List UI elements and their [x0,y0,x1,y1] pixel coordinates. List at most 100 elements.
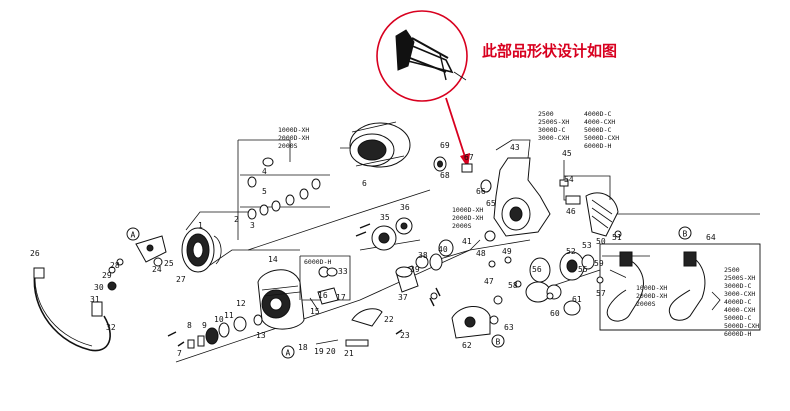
bail-arm-part-24 [135,235,167,263]
part-number-label-9: 9 [202,321,207,330]
svg-text:4000D-C: 4000D-C [724,298,751,306]
handle-large-model-list: 2500 2500S-XH 3000D-C 3000-CXH 4000D-C 4… [724,266,759,338]
svg-text:6000D-H: 6000D-H [724,330,751,338]
drag-knob-part-1 [181,227,222,273]
part33-model: 6000D-H [304,258,331,266]
callout-a-left: A [126,227,140,241]
part-number-label-5: 5 [262,187,267,196]
part-number-label-55: 55 [578,265,588,274]
part-number-label-22: 22 [384,315,394,324]
part-number-label-65: 65 [486,199,496,208]
svg-text:5000D-C: 5000D-C [584,126,611,134]
svg-text:3000-CXH: 3000-CXH [538,134,569,142]
part-number-label-14: 14 [268,255,278,264]
part-number-label-8: 8 [187,321,192,330]
part-number-label-50: 50 [596,237,606,246]
callout-a-bottom: A [281,345,295,359]
part-number-label-3: 3 [250,221,255,230]
svg-text:1000D-XH: 1000D-XH [452,206,483,214]
reel-body-part-43 [469,139,551,251]
part-number-label-36: 36 [400,203,410,212]
part-number-label-64: 64 [706,233,716,242]
svg-text:2500S-XH: 2500S-XH [724,274,755,282]
svg-text:4000-CXH: 4000-CXH [724,306,755,314]
svg-text:B: B [496,338,501,347]
part-number-label-32: 32 [106,323,116,332]
drag-washers [247,157,321,220]
drive-gear-parts [525,251,595,316]
svg-text:A: A [286,349,291,358]
part-number-label-31: 31 [90,295,100,304]
part-number-label-60: 60 [550,309,560,318]
part-number-label-1: 1 [198,221,203,230]
svg-text:2500: 2500 [724,266,740,274]
part-number-label-28: 28 [110,261,120,270]
part-number-label-68: 68 [440,171,450,180]
bail-wire-part-32 [33,267,111,352]
part-number-label-37: 37 [398,293,408,302]
svg-text:5000D-CXH: 5000D-CXH [584,134,619,142]
part-number-label-15: 15 [310,307,320,316]
parts-65-69 [433,156,496,242]
part-number-label-24: 24 [152,265,162,274]
svg-text:1000D-XH: 1000D-XH [278,126,309,134]
part-number-label-39: 39 [410,265,420,274]
part-number-label-19: 19 [314,347,324,356]
part-number-label-46: 46 [566,207,576,216]
part-number-label-35: 35 [380,213,390,222]
part-number-label-63: 63 [504,323,514,332]
spool-model-list: 1000D-XH 2000D-XH 2000S [278,126,309,150]
part-number-label-38: 38 [418,251,428,260]
part-number-label-67: 67 [464,153,474,162]
part-number-label-17: 17 [336,293,346,302]
svg-text:2000S: 2000S [452,222,472,230]
svg-text:6000D-H: 6000D-H [584,142,611,150]
svg-text:6000D-H: 6000D-H [304,258,331,266]
part-number-label-53: 53 [582,241,592,250]
svg-text:1000D-XH: 1000D-XH [636,284,667,292]
part-number-label-48: 48 [476,249,486,258]
part-number-label-62: 62 [462,341,472,350]
parts-35-36 [371,217,413,251]
svg-text:2000D-XH: 2000D-XH [452,214,483,222]
part-number-label-49: 49 [502,247,512,256]
part-number-label-4: 4 [262,167,267,176]
parts-37-40 [395,239,454,293]
part-number-label-18: 18 [298,343,308,352]
part-number-label-21: 21 [344,349,354,358]
svg-text:2500S-XH: 2500S-XH [538,118,569,126]
part-number-label-25: 25 [164,259,174,268]
svg-text:5000D-CXH: 5000D-CXH [724,322,759,330]
part-number-label-40: 40 [438,245,448,254]
diagram-linework [33,121,761,363]
part-number-label-6: 6 [362,179,367,188]
rotor-part-14 [257,269,305,330]
part-number-label-54: 54 [564,175,574,184]
part-number-label-13: 13 [256,331,266,340]
part-number-label-30: 30 [94,283,104,292]
part-number-label-12: 12 [236,299,246,308]
callout-b-right: B [678,226,692,240]
misc-small-parts [107,257,383,347]
handle-frame [599,243,761,331]
svg-text:3000D-C: 3000D-C [538,126,565,134]
screws [167,223,441,347]
part-number-label-47: 47 [484,277,494,286]
part-number-label-29: 29 [102,271,112,280]
spool-part-6 [349,121,411,168]
side-cover-part-46 [585,192,619,237]
svg-text:2000S: 2000S [278,142,298,150]
body-model-list: 2500 2500S-XH 3000D-C 3000-CXH 4000D-C 4… [538,110,619,150]
part-number-label-61: 61 [572,295,582,304]
svg-text:A: A [131,231,136,240]
svg-text:4000D-C: 4000D-C [584,110,611,118]
svg-text:2500: 2500 [538,110,554,118]
part-number-label-69: 69 [440,141,450,150]
part-number-label-66: 66 [476,187,486,196]
part-number-label-16: 16 [318,291,328,300]
handle-small-model-list: 1000D-XH 2000D-XH 2000S [636,284,667,308]
svg-text:3000D-C: 3000D-C [724,282,751,290]
part-number-label-59: 59 [594,259,604,268]
